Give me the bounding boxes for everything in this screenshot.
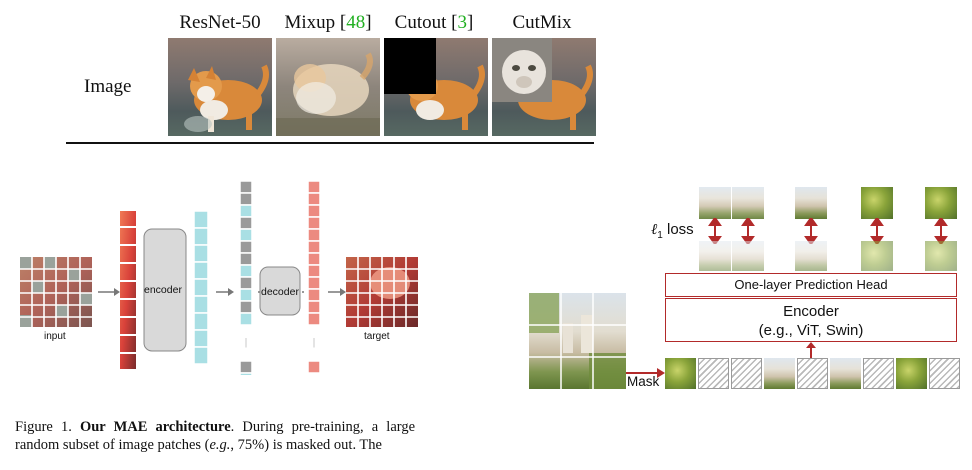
input-grid — [20, 257, 92, 327]
cutmix-image — [492, 38, 596, 136]
pred-patch-1 — [699, 241, 731, 271]
target-patch-5 — [925, 187, 957, 219]
token-visible-3 — [830, 358, 861, 389]
pred-patch-4 — [861, 241, 893, 271]
target-patch-2 — [732, 187, 764, 219]
token-visible-4 — [896, 358, 927, 389]
column-header-mixup: Mixup [48] — [284, 12, 372, 33]
encoder-label: encoder — [144, 284, 182, 296]
column-header-cutmix: CutMix — [512, 12, 572, 33]
token-masked-5 — [929, 358, 960, 389]
target-patch-3 — [795, 187, 827, 219]
mae-diagram: | | — [20, 180, 418, 375]
mask-label: Mask — [627, 374, 660, 389]
table-bottom-rule — [66, 142, 594, 144]
encoder-box: Encoder (e.g., ViT, Swin) — [665, 298, 957, 342]
cutout-image — [384, 38, 488, 136]
token-masked-1 — [698, 358, 729, 389]
target-label: target — [364, 331, 390, 342]
pred-patch-2 — [732, 241, 764, 271]
pred-patch-3 — [795, 241, 827, 271]
target-grid — [346, 257, 418, 327]
target-patch-1 — [699, 187, 731, 219]
column-header-resnet50: ResNet-50 — [179, 12, 261, 33]
pred-patch-5 — [925, 241, 957, 271]
svg-text:|: | — [245, 337, 247, 348]
token-masked-2 — [731, 358, 762, 389]
mask-arrow — [626, 368, 665, 378]
input-label: input — [44, 331, 66, 342]
svg-text:|: | — [313, 337, 315, 348]
token-masked-4 — [863, 358, 894, 389]
column-header-cutout: Cutout [3] — [394, 12, 474, 33]
source-image — [529, 293, 626, 389]
target-patch-4 — [861, 187, 893, 219]
row-label-image: Image — [84, 76, 132, 97]
visible-patches — [120, 211, 136, 369]
l1-loss-label: ℓ1 loss — [651, 221, 694, 241]
token-visible-2 — [764, 358, 795, 389]
figure-caption: Figure 1. Our MAE architecture. During p… — [15, 419, 416, 453]
token-visible-1 — [665, 358, 696, 389]
decoder-label: decoder — [261, 286, 299, 298]
token-masked-3 — [797, 358, 828, 389]
prediction-head-box: One-layer Prediction Head — [665, 273, 957, 297]
resnet50-image — [168, 38, 272, 136]
mixup-image — [276, 38, 380, 136]
encoder-input-arrow — [806, 342, 816, 358]
loss-arrows — [708, 218, 948, 244]
